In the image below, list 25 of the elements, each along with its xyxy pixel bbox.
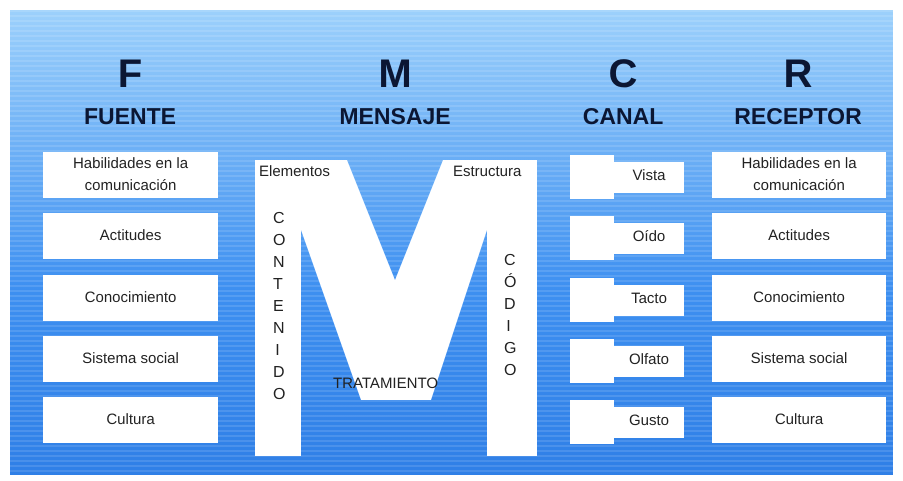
column-letter: R	[782, 52, 814, 97]
column-heading: RECEPTOR	[733, 103, 863, 130]
channel-label: Tacto	[630, 290, 668, 307]
column-heading: MENSAJE	[338, 103, 452, 130]
element-label: Elementos	[259, 163, 330, 180]
text-box: Habilidades en la comunicación	[712, 152, 886, 198]
text-box: Cultura	[712, 397, 886, 443]
column-heading: CANAL	[582, 103, 664, 130]
text-box: Actitudes	[43, 213, 218, 259]
text-box: Habilidades en la comunicación	[43, 152, 218, 198]
text-box: Sistema social	[712, 336, 886, 382]
column-letter: M	[377, 52, 413, 97]
text-box: Sistema social	[43, 336, 218, 382]
text-box: Conocimiento	[43, 275, 218, 321]
text-box: Conocimiento	[712, 275, 886, 321]
element-label: Estructura	[453, 163, 522, 180]
column-letter: F	[116, 52, 144, 97]
channel-label: Olfato	[628, 351, 670, 368]
channel-label: Vista	[631, 167, 667, 184]
channel-label: Gusto	[628, 412, 670, 429]
column-letter: C	[608, 52, 638, 97]
column-heading: FUENTE	[83, 103, 177, 130]
channel-label: Oído	[632, 228, 666, 245]
text-box: Cultura	[43, 397, 218, 443]
text-box: Actitudes	[712, 213, 886, 259]
